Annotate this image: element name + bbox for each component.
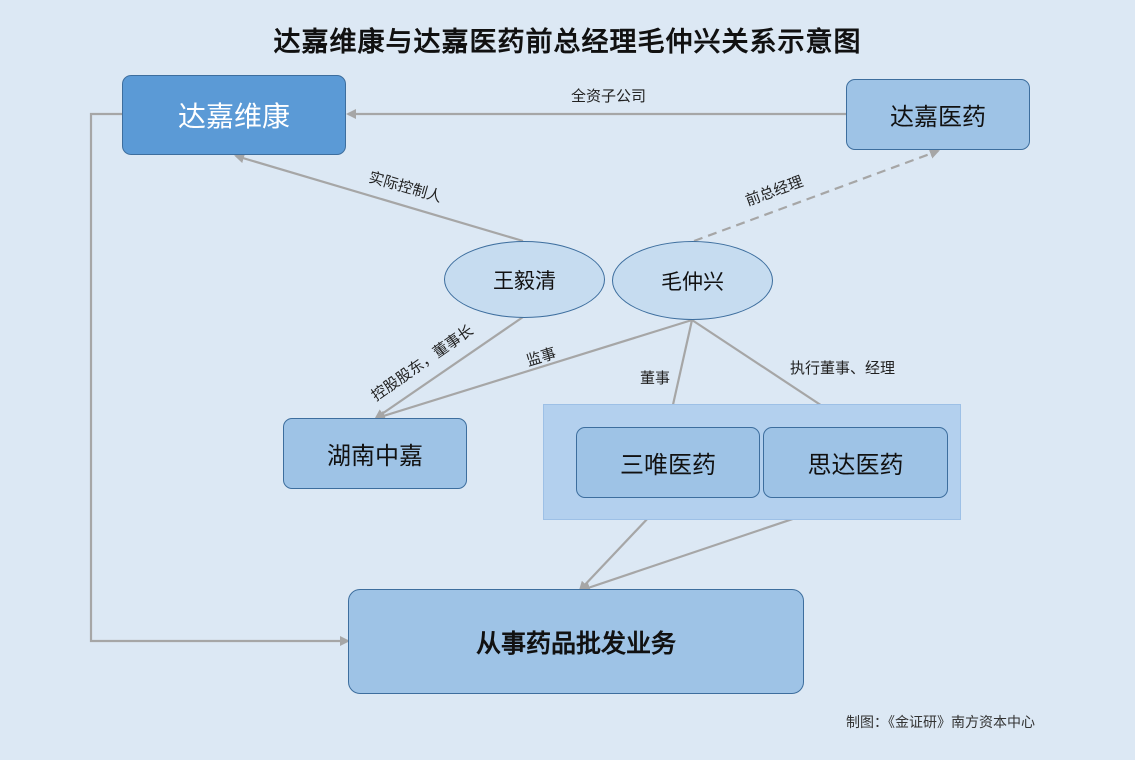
edge-former-gm [693,149,940,243]
node-business: 从事药品批发业务 [348,589,804,694]
label-wholly-owned: 全资子公司 [571,87,647,105]
node-wang-yiqing: 王毅清 [444,241,605,318]
edge-weikang-business [89,112,350,646]
label-director: 董事 [640,369,671,387]
edge-actual-controller [234,153,524,243]
node-sida-yiyao: 思达医药 [763,427,948,498]
node-dajia-weikang: 达嘉维康 [122,75,346,155]
node-hunan-zhongjia: 湖南中嘉 [283,418,467,489]
label-exec-director-manager: 执行董事、经理 [790,359,896,377]
chart-credit: 制图：《金证研》南方资本中心 [846,715,1035,731]
node-dajia-yiyao: 达嘉医药 [846,79,1030,150]
diagram-title: 达嘉维康与达嘉医药前总经理毛仲兴关系示意图 [273,27,862,58]
edge-supervisor [375,318,693,421]
node-mao-zhongxing: 毛仲兴 [612,241,773,320]
node-sanwei-yiyao: 三唯医药 [576,427,760,498]
edge-controlling-chairman [374,316,524,420]
